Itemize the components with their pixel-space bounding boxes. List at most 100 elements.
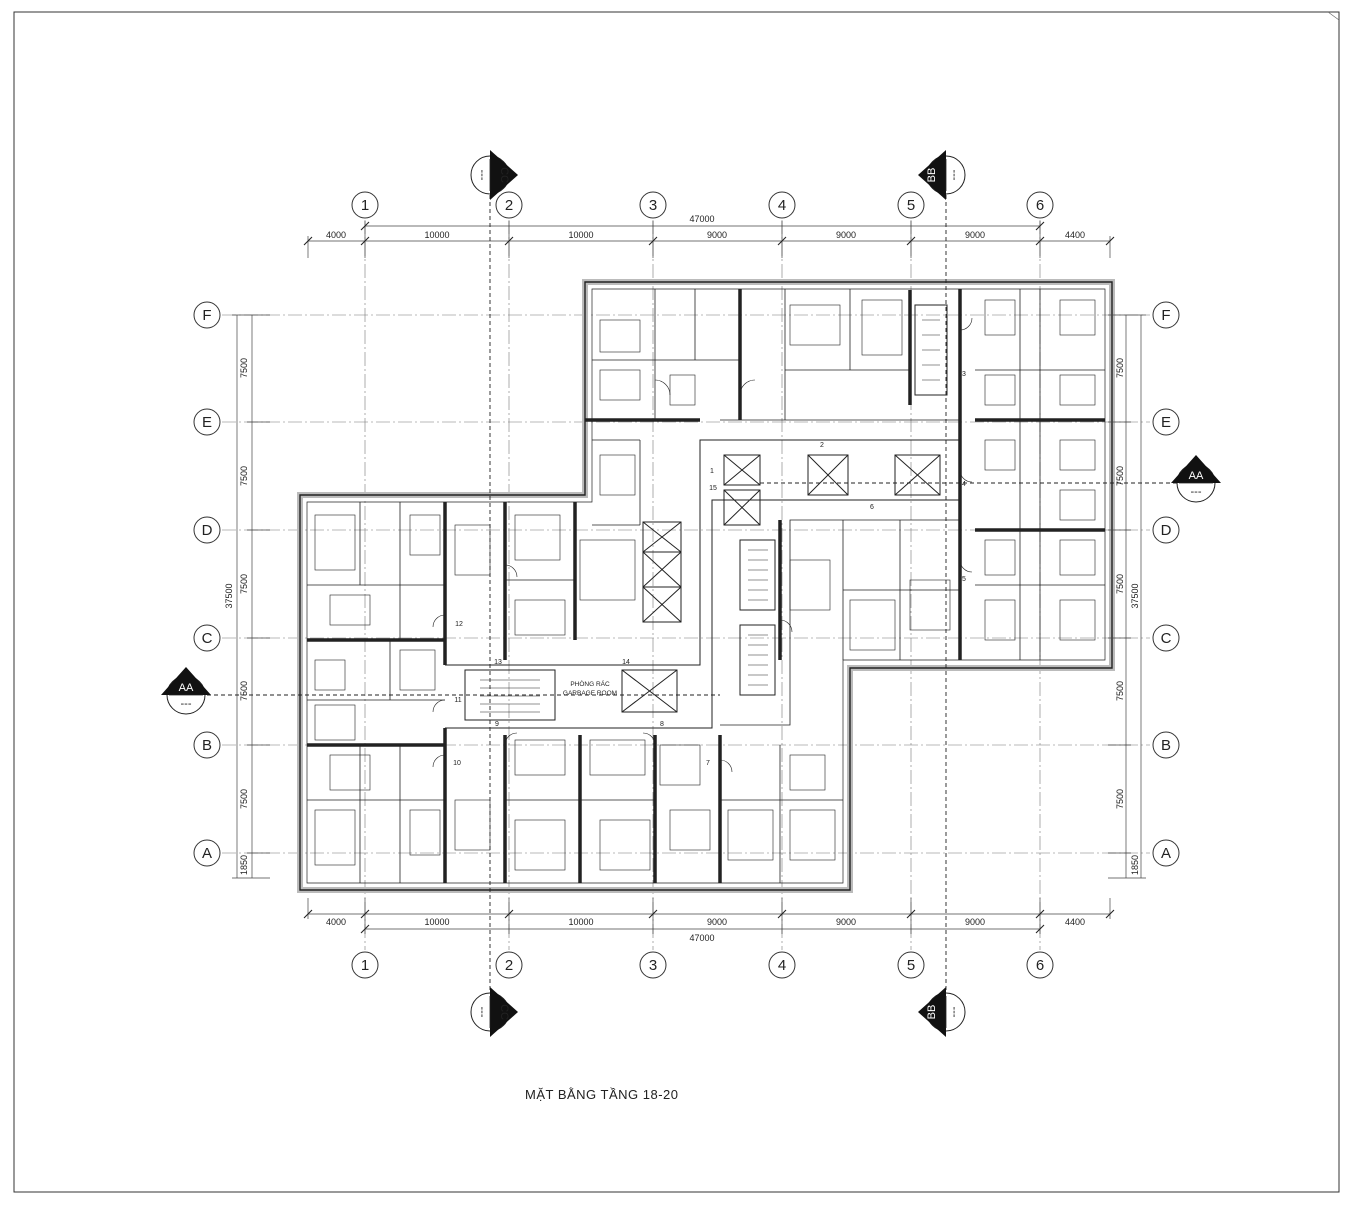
section-ref-aa-right: ---: [1191, 486, 1202, 498]
dimension-ticks: [303, 221, 1115, 934]
dim-top-7: 4400: [1065, 230, 1085, 240]
axis-col-2-bottom: 2: [505, 957, 513, 974]
unit-numbers: 1 2 3 4 5 6 7 8 9 10 11 12 13 14 15: [453, 371, 966, 767]
section-ref-cc-bottom: ---: [476, 1007, 488, 1018]
dim-bottom-4: 9000: [707, 917, 727, 927]
axis-row-c-left: C: [202, 630, 213, 647]
dim-left-3: 7500: [239, 574, 249, 594]
dim-top-4: 9000: [707, 230, 727, 240]
dim-top-5: 9000: [836, 230, 856, 240]
unit-number-3: 3: [962, 371, 966, 378]
axis-col-1-bottom: 1: [361, 957, 369, 974]
axis-col-2-top: 2: [505, 197, 513, 214]
dim-left-1: 7500: [239, 358, 249, 378]
axis-row-f-left: F: [202, 307, 211, 324]
section-marker-cc-bottom: CC ---: [470, 987, 518, 1037]
axis-col-5-top: 5: [907, 197, 915, 214]
section-ref-bb-bottom: ---: [948, 1006, 960, 1017]
dim-left-6: 1850: [239, 855, 249, 875]
dim-bottom-7: 4400: [1065, 917, 1085, 927]
dim-top-2: 10000: [424, 230, 449, 240]
dim-top-3: 10000: [568, 230, 593, 240]
section-ref-aa-left: ---: [181, 698, 192, 710]
dim-total-width-bottom: 47000: [689, 933, 714, 943]
axis-col-1-top: 1: [361, 197, 369, 214]
dim-right-3: 7500: [1115, 574, 1125, 594]
unit-number-14: 14: [622, 659, 630, 666]
corner-mark: [1327, 11, 1340, 21]
unit-number-2: 2: [820, 442, 824, 449]
dim-right-6: 1850: [1130, 855, 1140, 875]
dim-right-1: 7500: [1115, 358, 1125, 378]
unit-number-5: 5: [962, 576, 966, 583]
section-ref-bb-top: ---: [948, 169, 960, 180]
unit-number-10: 10: [453, 760, 461, 767]
axis-col-4-top: 4: [778, 197, 786, 214]
section-label-aa-right: AA: [1189, 470, 1204, 482]
sheet-border: [13, 11, 1340, 1193]
axis-col-6-bottom: 6: [1036, 957, 1044, 974]
axis-col-4-bottom: 4: [778, 957, 786, 974]
unit-number-9: 9: [495, 721, 499, 728]
dim-left-2: 7500: [239, 466, 249, 486]
axis-col-5-bottom: 5: [907, 957, 915, 974]
unit-number-4: 4: [962, 481, 966, 488]
section-label-cc-bottom: CC: [498, 1004, 510, 1020]
dim-bottom-6: 9000: [965, 917, 985, 927]
dim-right-4: 7500: [1115, 681, 1125, 701]
building-walls: [297, 279, 1115, 893]
dim-right-5: 7500: [1115, 789, 1125, 809]
axis-row-b-right: B: [1161, 737, 1171, 754]
unit-number-15: 15: [709, 485, 717, 492]
section-label-cc-top: CC: [498, 167, 510, 183]
unit-number-12: 12: [455, 621, 463, 628]
axis-row-d-right: D: [1161, 522, 1172, 539]
section-marker-bb-top: BB ---: [918, 150, 966, 200]
section-cut-lines: [200, 195, 1180, 990]
axis-row-f-right: F: [1161, 307, 1170, 324]
dim-bottom-1: 4000: [326, 917, 346, 927]
section-marker-aa-right: AA ---: [1171, 455, 1221, 503]
axis-row-c-right: C: [1161, 630, 1172, 647]
dim-bottom-2: 10000: [424, 917, 449, 927]
axis-row-e-left: E: [202, 414, 212, 431]
axis-col-3-bottom: 3: [649, 957, 657, 974]
garbage-room-label-vi: PHÒNG RÁC: [570, 679, 610, 688]
section-marker-bb-bottom: BB ---: [918, 987, 966, 1037]
axis-row-b-left: B: [202, 737, 212, 754]
axis-bubbles: [193, 191, 1180, 979]
dim-bottom-3: 10000: [568, 917, 593, 927]
dim-total-height-left: 37500: [224, 583, 234, 608]
dim-right-2: 7500: [1115, 466, 1125, 486]
section-marker-aa-left: AA ---: [161, 667, 211, 715]
unit-number-8: 8: [660, 721, 664, 728]
drawing-title: MẶT BẰNG TẦNG 18-20: [525, 1087, 679, 1102]
dim-bottom-5: 9000: [836, 917, 856, 927]
section-marker-cc-top: CC ---: [470, 150, 518, 200]
axis-row-d-left: D: [202, 522, 213, 539]
dim-left-4: 7500: [239, 681, 249, 701]
axis-row-e-right: E: [1161, 414, 1171, 431]
unit-number-1: 1: [710, 468, 714, 475]
section-ref-cc-top: ---: [476, 170, 488, 181]
dimension-lines: [232, 221, 1146, 934]
unit-number-11: 11: [454, 697, 461, 704]
section-label-bb-bottom: BB: [926, 1005, 938, 1020]
section-label-aa-left: AA: [179, 682, 194, 694]
unit-number-13: 13: [494, 659, 502, 666]
garbage-room-label-en: GARBAGE ROOM: [563, 690, 617, 697]
axis-col-6-top: 6: [1036, 197, 1044, 214]
dim-total-height-right: 37500: [1130, 583, 1140, 608]
axis-col-3-top: 3: [649, 197, 657, 214]
dim-top-6: 9000: [965, 230, 985, 240]
axis-row-a-right: A: [1161, 845, 1171, 862]
axis-row-a-left: A: [202, 845, 212, 862]
dim-top-1: 4000: [326, 230, 346, 240]
dim-left-5: 7500: [239, 789, 249, 809]
section-label-bb-top: BB: [926, 168, 938, 183]
dim-total-width-top: 47000: [689, 214, 714, 224]
unit-number-7: 7: [706, 760, 710, 767]
unit-number-6: 6: [870, 504, 874, 511]
